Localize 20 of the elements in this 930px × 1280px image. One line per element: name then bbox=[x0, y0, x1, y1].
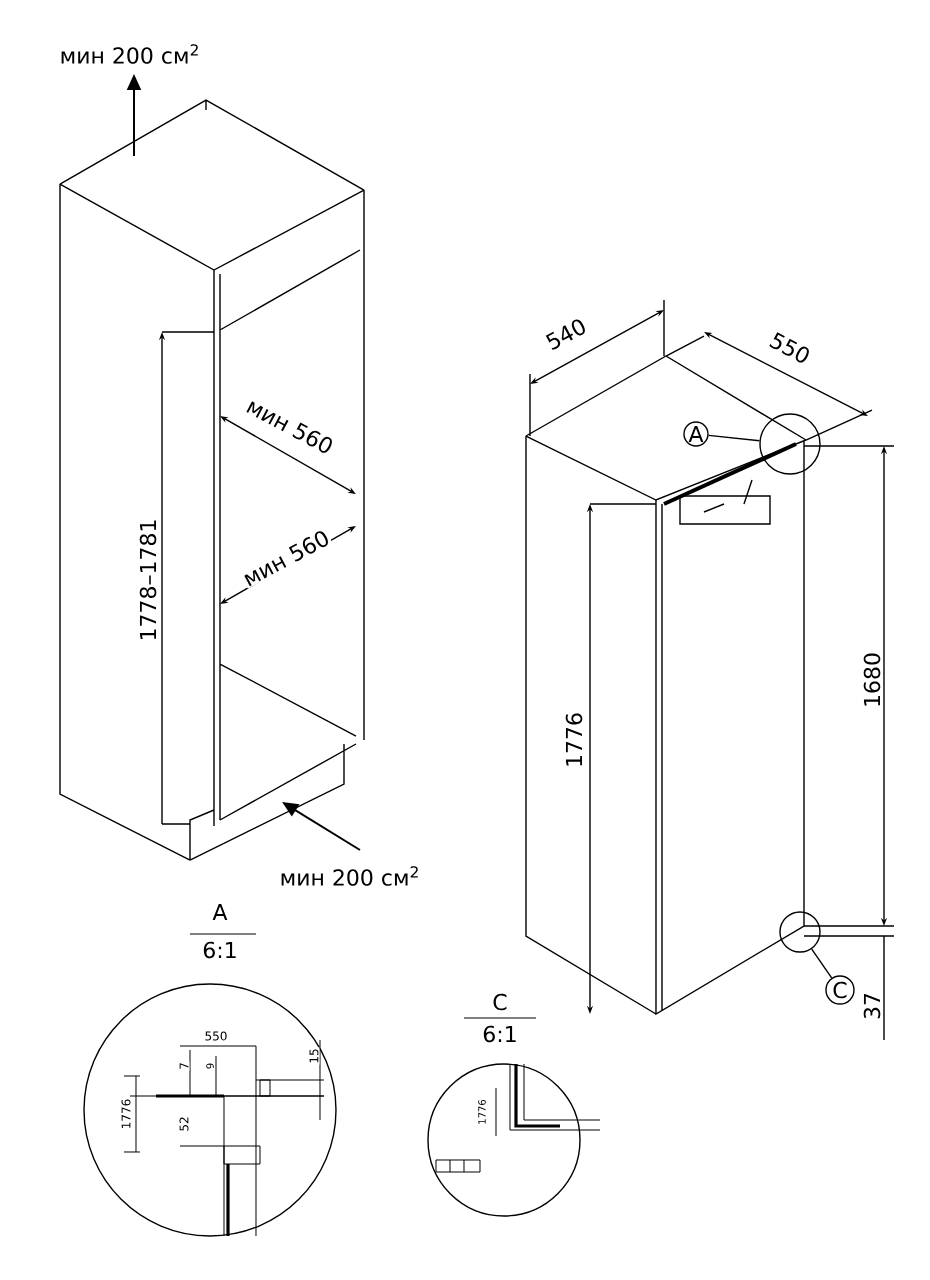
scale-label: 6:1 bbox=[481, 1024, 519, 1044]
dimension-label: мин 560 bbox=[239, 527, 333, 589]
dimension-label: 550 bbox=[766, 329, 814, 367]
ventilation-label: мин 200 см$^{2}$ bbox=[58, 43, 202, 65]
detail-circle bbox=[779, 911, 821, 953]
dimension-label: 1778–1781 bbox=[138, 517, 158, 643]
dimension-label: мин 560 bbox=[243, 395, 337, 457]
detail-circle bbox=[759, 413, 821, 475]
ventilation-label: мин 200 см$^{2}$ bbox=[278, 865, 422, 887]
dimension-label: 1680 bbox=[862, 651, 882, 709]
callout-letter: C bbox=[825, 975, 855, 1005]
dimension-label: 37 bbox=[862, 991, 882, 1021]
leader-line bbox=[811, 948, 833, 979]
callout-letter: A bbox=[683, 421, 709, 447]
scale-label: 6:1 bbox=[201, 940, 239, 960]
dimension-label: 1776 bbox=[564, 711, 584, 769]
leader-line bbox=[707, 434, 761, 442]
detail-label: A bbox=[211, 903, 229, 922]
dimension-label: 540 bbox=[542, 315, 590, 353]
detail-label: C bbox=[491, 992, 509, 1012]
